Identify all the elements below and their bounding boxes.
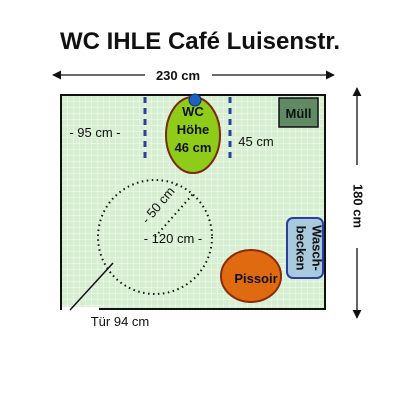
wc-label-line2: Höhe	[177, 122, 210, 137]
wc-label-line3: 46 cm	[175, 140, 212, 155]
wc-flush-icon	[188, 93, 202, 107]
turning-circle	[97, 179, 213, 295]
waste-bin-label: Müll	[286, 106, 312, 121]
urinal-label: Pissoir	[234, 271, 277, 286]
urinal	[220, 249, 282, 303]
wash-basin-label-line2: becken	[294, 226, 309, 271]
right-clearance-label: 45 cm	[238, 134, 273, 149]
height-label: 180 cm	[351, 184, 366, 228]
turning-diameter-label: - 120 cm -	[144, 231, 203, 246]
page-title: WC IHLE Café Luisenstr.	[60, 28, 340, 55]
door-label: Tür 94 cm	[91, 314, 150, 329]
wash-basin-label-line1: Wasch-	[310, 225, 325, 271]
waste-bin	[278, 97, 319, 128]
width-label: 230 cm	[156, 68, 200, 83]
door-swing-line	[69, 262, 114, 311]
left-clearance-label: - 95 cm -	[69, 125, 120, 140]
wash-basin	[286, 217, 324, 279]
wc-label-line1: WC	[182, 104, 204, 119]
